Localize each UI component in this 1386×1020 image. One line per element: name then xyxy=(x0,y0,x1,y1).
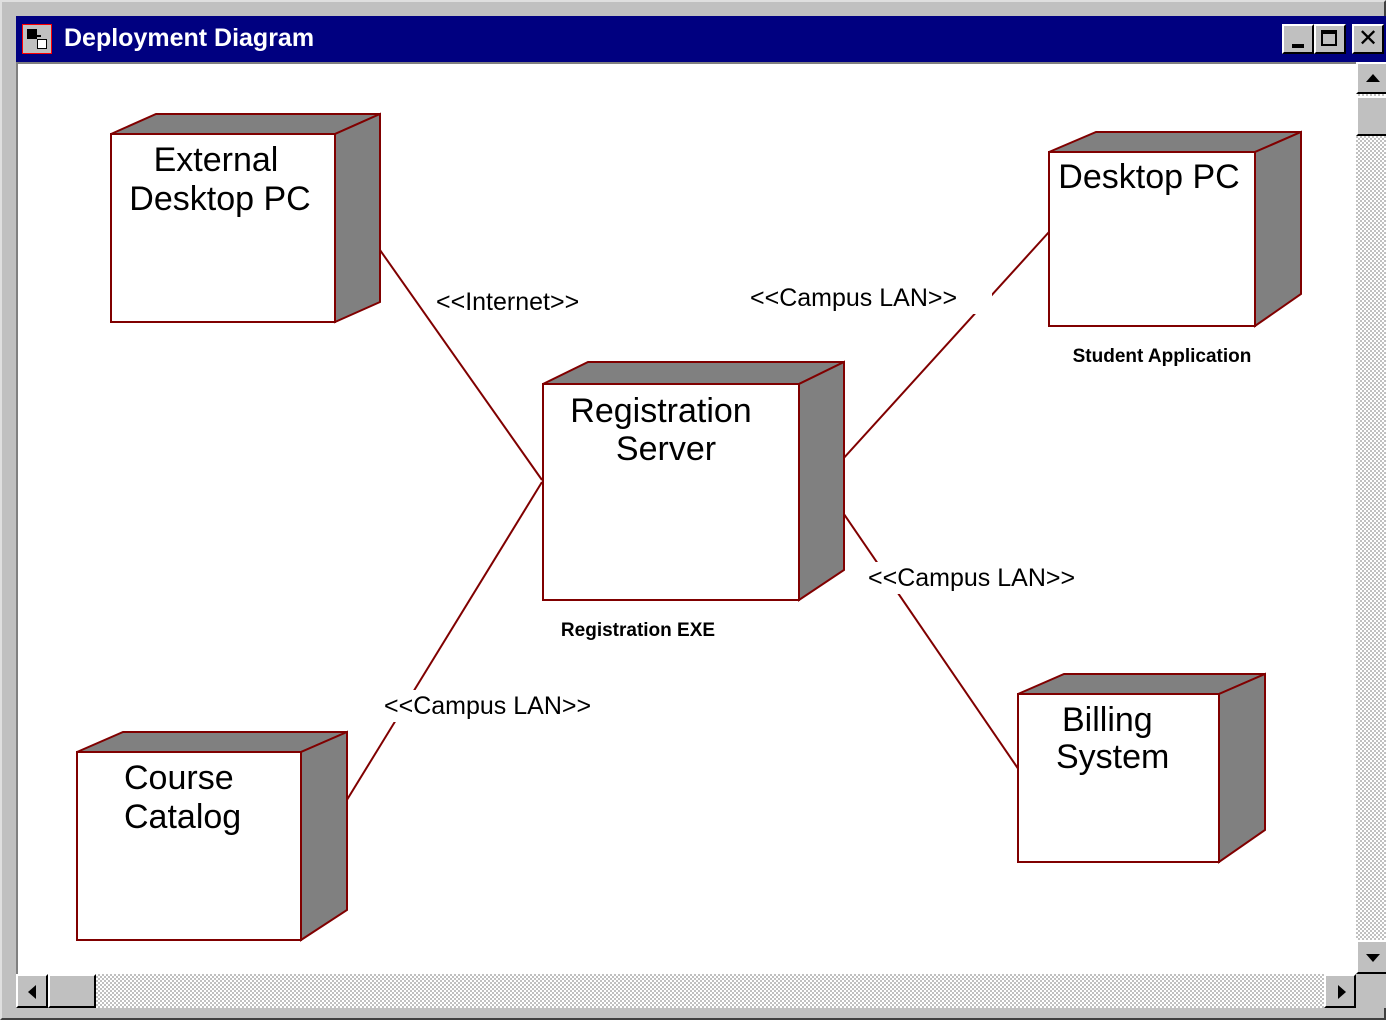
node-billing-system-name-line1: Billing xyxy=(1062,701,1153,739)
connection-labels: <<Internet>> <<Campus LAN>> <<Campus LAN… xyxy=(380,282,1112,722)
connections xyxy=(325,215,1050,835)
connection-lan-desktop[interactable] xyxy=(821,231,1050,483)
scroll-down-button[interactable] xyxy=(1356,940,1386,974)
title-bar[interactable]: Deployment Diagram ✕ xyxy=(16,16,1386,62)
minimize-icon xyxy=(1292,44,1304,48)
node-external-desktop-pc-name-line2: Desktop PC xyxy=(129,180,310,218)
label-campus-lan-billing[interactable]: <<Campus LAN>> xyxy=(868,564,1075,592)
window-title: Deployment Diagram xyxy=(64,24,315,52)
node-external-desktop-pc-name-line1: External xyxy=(154,141,279,179)
horizontal-scroll-thumb[interactable] xyxy=(48,974,96,1008)
node-course-catalog-name-line2: Catalog xyxy=(124,798,241,836)
scroll-left-button[interactable] xyxy=(16,974,48,1008)
scroll-up-button[interactable] xyxy=(1356,62,1386,94)
diagram-canvas[interactable]: <<Internet>> <<Campus LAN>> <<Campus LAN… xyxy=(16,62,1356,974)
node-course-catalog-name-line1: Course xyxy=(124,759,234,797)
minimize-button[interactable] xyxy=(1282,24,1314,54)
node-registration-server-caption: Registration EXE xyxy=(561,620,715,641)
node-course-catalog[interactable]: Course Catalog xyxy=(76,730,348,942)
connection-lan-billing[interactable] xyxy=(821,481,1020,771)
node-desktop-pc[interactable]: Desktop PC Student Application xyxy=(1048,130,1302,367)
horizontal-scrollbar[interactable] xyxy=(16,974,1356,1008)
deployment-diagram-icon[interactable] xyxy=(22,24,52,54)
right-arrow-icon xyxy=(1338,985,1346,999)
node-desktop-pc-caption: Student Application xyxy=(1073,346,1252,367)
maximize-button[interactable] xyxy=(1314,24,1346,54)
connection-lan-catalog[interactable] xyxy=(325,481,543,835)
label-campus-lan-catalog[interactable]: <<Campus LAN>> xyxy=(384,692,591,720)
vertical-scrollbar[interactable] xyxy=(1356,62,1386,974)
node-billing-system[interactable]: Billing System xyxy=(1017,672,1266,864)
up-arrow-icon xyxy=(1366,74,1380,82)
connection-internet[interactable] xyxy=(355,215,543,481)
label-campus-lan-desktop[interactable]: <<Campus LAN>> xyxy=(750,284,957,312)
maximize-icon xyxy=(1321,30,1337,46)
scroll-right-button[interactable] xyxy=(1324,974,1356,1008)
left-arrow-icon xyxy=(28,985,36,999)
label-internet[interactable]: <<Internet>> xyxy=(436,288,579,316)
node-desktop-pc-name: Desktop PC xyxy=(1058,158,1239,196)
scrollbar-corner xyxy=(1356,974,1386,1008)
close-button[interactable]: ✕ xyxy=(1352,24,1384,54)
node-registration-server-name-line1: Registration xyxy=(570,392,751,430)
close-icon: ✕ xyxy=(1357,24,1379,52)
node-billing-system-name-line2: System xyxy=(1056,738,1169,776)
node-registration-server[interactable]: Registration Server Registration EXE xyxy=(542,360,845,641)
node-external-desktop-pc[interactable]: External Desktop PC xyxy=(110,112,381,324)
node-registration-server-name-line2: Server xyxy=(616,430,716,468)
vertical-scroll-thumb[interactable] xyxy=(1356,96,1386,136)
deployment-diagram: <<Internet>> <<Campus LAN>> <<Campus LAN… xyxy=(76,112,1302,942)
down-arrow-icon xyxy=(1366,954,1380,962)
